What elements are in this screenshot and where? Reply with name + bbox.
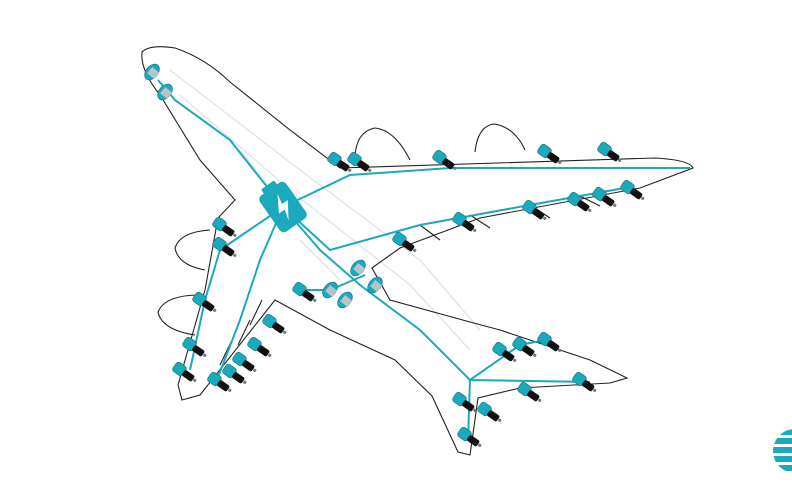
electric-actuator-icon xyxy=(327,151,352,172)
electric-actuator-icon xyxy=(537,143,562,164)
hydraulic-pump-icon xyxy=(144,63,160,81)
hydraulic-pump-icon xyxy=(350,259,366,277)
electric-actuator-icon xyxy=(452,391,477,412)
electric-actuator-icon xyxy=(597,141,622,162)
electric-actuator-icon xyxy=(522,199,547,220)
hydraulic-pump-icon xyxy=(322,281,338,299)
electric-actuator-icon xyxy=(212,236,237,257)
flap-lines-right xyxy=(419,195,601,241)
electric-actuator-icon xyxy=(292,281,317,302)
electric-actuator-icon xyxy=(172,361,197,382)
electric-actuator-icon xyxy=(457,426,482,447)
electric-actuator-icon xyxy=(182,336,207,357)
engine-nacelle-left-outer xyxy=(157,294,201,336)
electric-actuator-icon xyxy=(347,151,372,172)
striped-circle-logo xyxy=(773,429,792,471)
hydraulic-pump-icon xyxy=(337,291,353,309)
electric-actuator-icon xyxy=(592,186,617,207)
battery-lightning-icon xyxy=(259,181,307,233)
engine-nacelle-right-inner xyxy=(354,127,411,161)
electric-actuator-icon xyxy=(262,313,287,334)
electric-actuator-icon xyxy=(432,149,457,170)
electric-actuator-icon xyxy=(222,363,247,384)
power-wiring xyxy=(157,79,690,441)
electric-actuator-icon xyxy=(517,381,542,402)
pumps xyxy=(144,63,383,309)
electric-actuator-icon xyxy=(192,291,217,312)
electric-actuator-icon xyxy=(247,336,272,357)
electric-actuator-icon xyxy=(537,331,562,352)
electric-actuator-icon xyxy=(452,211,477,232)
electric-actuator-icon xyxy=(492,341,517,362)
electric-actuator-icon xyxy=(620,179,645,200)
engine-nacelle-left-inner xyxy=(174,229,211,271)
electric-actuator-icon xyxy=(392,231,417,252)
electric-actuator-icon xyxy=(212,216,237,237)
actuators xyxy=(172,141,645,447)
electric-actuator-icon xyxy=(207,371,232,392)
airplane-outline xyxy=(141,46,694,456)
electric-actuator-icon xyxy=(477,401,502,422)
hydraulic-pump-icon xyxy=(367,276,383,294)
fuselage-and-wings xyxy=(141,46,694,456)
electric-actuator-icon xyxy=(572,371,597,392)
engine-nacelle-right-outer xyxy=(474,123,526,153)
hydraulic-pump-icon xyxy=(157,83,173,101)
interior-ghost-lines xyxy=(169,69,481,351)
electric-actuator-icon xyxy=(232,351,257,372)
electric-actuator-icon xyxy=(567,191,592,212)
electric-actuator-icon xyxy=(512,336,537,357)
